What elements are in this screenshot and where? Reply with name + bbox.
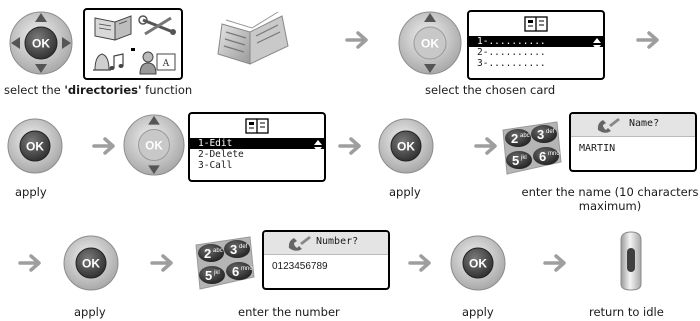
caption-apply: apply (389, 185, 421, 199)
scroll-updown-icon (593, 38, 601, 50)
card-list-screen: 1-.......... 2-.......... 3-.......... (467, 10, 605, 80)
navigator-icon[interactable]: OK (122, 113, 186, 177)
menu-item[interactable]: 1-Edit (190, 138, 324, 149)
ok-key-label: OK (397, 140, 415, 154)
key-digit: 3 (230, 242, 237, 257)
keypad-icon[interactable]: 2 abc 3 def 5 jkl 6 mno (497, 120, 563, 176)
ok-key-icon[interactable]: OK (449, 234, 507, 292)
screen-header (469, 12, 603, 36)
ok-key-icon[interactable]: OK (377, 117, 435, 175)
step-arrow (474, 137, 500, 155)
ok-key-icon[interactable]: OK (6, 117, 64, 175)
key-digit: 6 (539, 149, 546, 164)
step-arrow (543, 254, 569, 272)
directory-small-icon (524, 16, 548, 32)
key-letters: def (239, 244, 248, 250)
settings-tools-icon (138, 15, 176, 36)
step-arrow (408, 254, 434, 272)
directory-book-large-icon (212, 2, 294, 68)
key-letters: abc (213, 248, 223, 254)
handset-edit-icon (288, 236, 311, 251)
key-letters: mno (241, 266, 253, 272)
phone-end-key-icon[interactable] (617, 230, 645, 292)
menu-item[interactable]: 2-Delete (198, 149, 244, 160)
main-menu-screen: A (83, 8, 183, 80)
step-arrow (636, 31, 662, 49)
key-digit: 2 (204, 246, 211, 261)
directory-book-icon (94, 15, 132, 41)
step-arrow (18, 254, 44, 272)
edit-menu-screen: 1-Edit 2-Delete 3-Call (188, 112, 326, 182)
person-contact-icon: A (139, 51, 176, 75)
step-arrow (338, 137, 364, 155)
ok-key-label: OK (421, 37, 439, 51)
name-entry-screen: Name? MARTIN (569, 112, 697, 172)
step-arrow (345, 31, 371, 49)
ringer-melody-icon (93, 53, 124, 71)
key-letters: abc (520, 133, 530, 139)
ok-key-icon[interactable]: OK (62, 234, 120, 292)
key-digit: 6 (232, 264, 239, 279)
navigator-icon[interactable]: OK (8, 10, 74, 76)
menu-item[interactable]: 3-Call (198, 160, 233, 171)
caption-enter-number: enter the number (238, 305, 340, 319)
name-field[interactable]: MARTIN (579, 143, 616, 154)
caption-enter-name: enter the name (10 characters maximum) (521, 185, 699, 213)
scroll-updown-icon (314, 140, 322, 152)
ok-key-label: OK (32, 37, 50, 51)
caption-apply: apply (15, 185, 47, 199)
key-letters: jkl (213, 270, 220, 276)
keypad-icon[interactable]: 2 abc 3 def 5 jkl 6 mno (190, 235, 256, 291)
number-entry-screen: Number? 0123456789 (262, 230, 390, 290)
key-digit: 5 (512, 153, 519, 168)
list-item[interactable]: 3-.......... (477, 58, 546, 69)
number-field[interactable]: 0123456789 (272, 261, 328, 272)
key-letters: def (546, 129, 555, 135)
caption-select-directories: select the 'directories' function (4, 83, 193, 97)
list-item[interactable]: 1-.......... (469, 36, 603, 47)
caption-select-card: select the chosen card (425, 83, 556, 97)
screen-prompt: Name? (629, 118, 660, 129)
key-digit: 2 (511, 131, 518, 146)
ok-key-label: OK (145, 139, 163, 152)
ok-key-label: OK (469, 257, 487, 271)
key-letters: mno (548, 151, 560, 157)
screen-header (190, 114, 324, 138)
handset-edit-icon (597, 118, 620, 133)
ok-key-label: OK (82, 257, 100, 271)
caption-return-idle: return to idle (589, 305, 664, 319)
list-item[interactable]: 2-.......... (477, 47, 546, 58)
screen-header: Name? (571, 114, 695, 137)
step-arrow (150, 254, 176, 272)
screen-prompt: Number? (316, 236, 359, 247)
key-digit: 5 (205, 268, 212, 283)
ok-key-label: OK (26, 140, 44, 154)
screen-header: Number? (264, 232, 388, 255)
key-letters: jkl (520, 155, 527, 161)
step-arrow (92, 137, 118, 155)
caption-apply: apply (74, 305, 106, 319)
svg-text:A: A (162, 59, 170, 69)
navigator-icon[interactable]: OK (397, 10, 463, 76)
key-digit: 3 (537, 127, 544, 142)
directory-small-icon (245, 118, 269, 134)
caption-apply: apply (462, 305, 494, 319)
